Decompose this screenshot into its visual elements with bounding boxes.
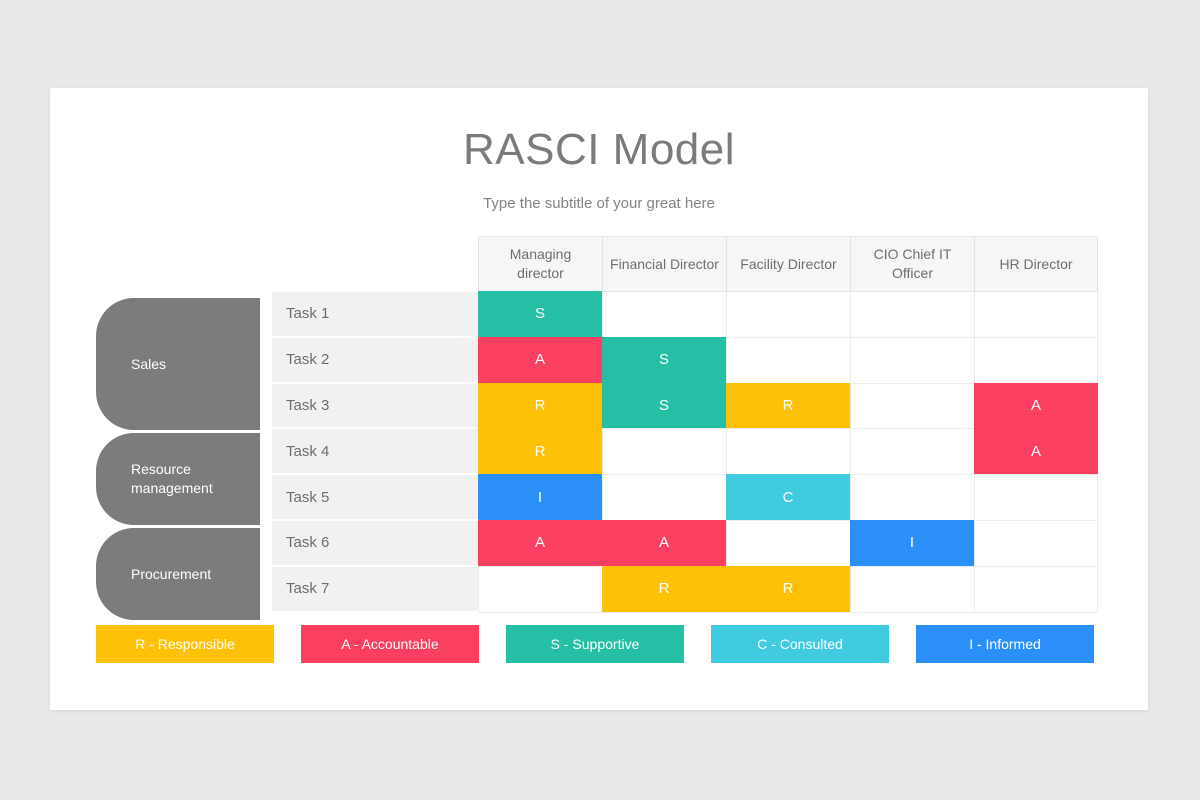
matrix-cell[interactable]: S	[478, 291, 602, 338]
rasci-code-chip: A	[478, 336, 602, 383]
rasci-code-chip: I	[478, 474, 602, 520]
task-label-cell[interactable]: Task 4	[272, 429, 478, 476]
column-header[interactable]: Facility Director	[726, 236, 850, 292]
matrix-cell[interactable]	[850, 383, 974, 430]
matrix-cell[interactable]	[850, 292, 974, 338]
matrix-cell[interactable]	[850, 475, 974, 521]
rasci-code-chip: A	[974, 382, 1098, 429]
rasci-code-chip: A	[974, 428, 1098, 475]
rasci-code-chip: R	[478, 428, 602, 475]
rasci-code-chip: A	[602, 519, 726, 566]
matrix-cell[interactable]	[974, 292, 1098, 338]
legend-item-label: S - Supportive	[550, 636, 640, 652]
legend-item[interactable]: A - Accountable	[301, 625, 479, 663]
rasci-code-chip: R	[726, 565, 850, 612]
title-block: RASCI Model Type the subtitle of your gr…	[50, 125, 1148, 213]
rasci-code-chip: S	[602, 382, 726, 429]
column-header[interactable]: HR Director	[974, 236, 1098, 292]
matrix-cell[interactable]	[974, 520, 1098, 567]
matrix-cell[interactable]	[726, 429, 850, 476]
matrix-cell[interactable]	[974, 337, 1098, 384]
matrix-cell[interactable]: S	[602, 382, 726, 430]
matrix-cell[interactable]: A	[974, 382, 1098, 430]
group-tab-label: Resource management	[131, 461, 213, 496]
matrix-cell[interactable]: C	[726, 474, 850, 521]
matrix-cell[interactable]: A	[974, 428, 1098, 476]
rasci-code-chip: A	[478, 519, 602, 566]
task-label-cell[interactable]: Task 3	[272, 383, 478, 430]
matrix-cell[interactable]: A	[478, 519, 602, 567]
matrix-cell[interactable]: A	[478, 336, 602, 384]
matrix-cell[interactable]: R	[726, 382, 850, 430]
matrix-cell[interactable]	[850, 566, 974, 613]
legend-item-label: C - Consulted	[757, 636, 843, 652]
legend: R - Responsible A - Accountable S - Suppor…	[96, 625, 1102, 663]
task-label-cell[interactable]: Task 6	[272, 520, 478, 567]
matrix-cell[interactable]	[726, 520, 850, 567]
rasci-code-chip: C	[726, 474, 850, 520]
legend-item-label: I - Informed	[969, 636, 1041, 652]
slide-canvas: RASCI Model Type the subtitle of your gr…	[50, 88, 1148, 710]
task-label-cell[interactable]: Task 1	[272, 292, 478, 338]
legend-item[interactable]: C - Consulted	[711, 625, 889, 663]
legend-item-label: A - Accountable	[341, 636, 439, 652]
legend-item[interactable]: R - Responsible	[96, 625, 274, 663]
matrix-cell[interactable]	[602, 292, 726, 338]
matrix-cell[interactable]: I	[478, 474, 602, 521]
matrix-cell[interactable]	[602, 429, 726, 476]
task-label-cell[interactable]: Task 2	[272, 337, 478, 384]
rasci-code-chip: R	[726, 382, 850, 429]
matrix-cell[interactable]: R	[478, 382, 602, 430]
legend-item[interactable]: I - Informed	[916, 625, 1094, 663]
rasci-code-chip: R	[478, 382, 602, 429]
matrix-cell[interactable]: I	[850, 519, 974, 567]
matrix-cell[interactable]	[850, 337, 974, 384]
rasci-code-chip: S	[602, 336, 726, 383]
group-tab-label: Procurement	[131, 565, 212, 582]
legend-item-label: R - Responsible	[135, 636, 235, 652]
matrix-cell[interactable]	[974, 566, 1098, 613]
group-tab[interactable]: Procurement	[96, 528, 260, 620]
group-tab-label: Sales	[131, 355, 167, 372]
column-header[interactable]: CIO Chief IT Officer	[850, 236, 974, 292]
task-label-cell[interactable]: Task 7	[272, 566, 478, 613]
rasci-code-chip: R	[602, 565, 726, 612]
matrix-cell[interactable]: R	[726, 565, 850, 613]
page-subtitle: Type the subtitle of your great here	[483, 195, 715, 212]
matrix-cell[interactable]: R	[602, 565, 726, 613]
header-spacer	[272, 236, 478, 292]
matrix-cell[interactable]	[602, 475, 726, 521]
column-header[interactable]: Managing director	[478, 236, 602, 292]
matrix-cell[interactable]	[850, 429, 974, 476]
group-tab[interactable]: Sales	[96, 298, 260, 430]
rasci-code-chip: S	[478, 291, 602, 337]
group-tab[interactable]: Resource management	[96, 433, 260, 525]
matrix-cell[interactable]	[478, 566, 602, 613]
matrix-cell[interactable]: S	[602, 336, 726, 384]
column-header[interactable]: Financial Director	[602, 236, 726, 292]
matrix-cell[interactable]	[726, 337, 850, 384]
matrix-cell[interactable]: A	[602, 519, 726, 567]
page-title: RASCI Model	[462, 125, 736, 174]
matrix-cell[interactable]: R	[478, 428, 602, 476]
legend-item[interactable]: S - Supportive	[506, 625, 684, 663]
rasci-code-chip: I	[850, 519, 974, 566]
task-label-cell[interactable]: Task 5	[272, 475, 478, 521]
matrix-cell[interactable]	[726, 292, 850, 338]
matrix-cell[interactable]	[974, 475, 1098, 521]
